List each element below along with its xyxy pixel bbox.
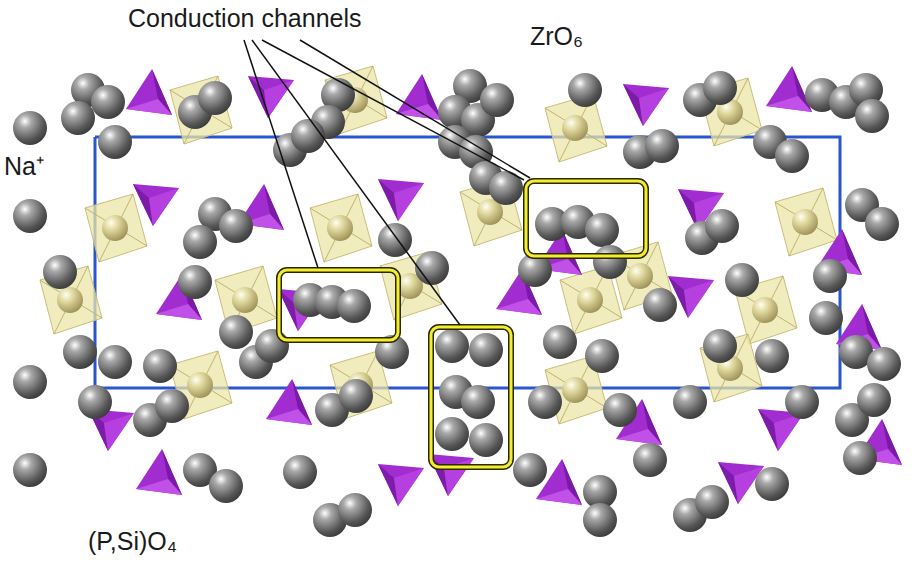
na-ion bbox=[91, 85, 125, 119]
tetrahedron bbox=[266, 379, 312, 425]
na-ion bbox=[673, 385, 707, 419]
na-ion bbox=[61, 101, 95, 135]
unit-cell bbox=[95, 137, 840, 388]
ion-label: Na⁺ bbox=[4, 152, 44, 181]
na-ion bbox=[338, 493, 372, 527]
na-ion bbox=[755, 339, 789, 373]
channel-highlight bbox=[526, 181, 646, 256]
na-ion bbox=[775, 139, 809, 173]
channel-highlight bbox=[526, 181, 646, 256]
na-ion bbox=[98, 125, 132, 159]
na-ion bbox=[480, 83, 514, 117]
na-ion bbox=[78, 385, 112, 419]
na-ion bbox=[13, 453, 47, 487]
na-ion bbox=[513, 453, 547, 487]
callout-label: Conduction channels bbox=[128, 4, 362, 33]
na-ion bbox=[593, 245, 627, 279]
na-ion bbox=[209, 469, 243, 503]
na-ion bbox=[337, 289, 371, 323]
na-ion bbox=[13, 69, 901, 537]
tetrahedron bbox=[136, 449, 182, 495]
na-ion bbox=[855, 99, 889, 133]
na-ion bbox=[843, 441, 877, 475]
polyhedron-label: ZrO₆ bbox=[530, 22, 583, 51]
na-ion bbox=[755, 467, 789, 501]
na-ion bbox=[469, 423, 503, 457]
na-ion bbox=[461, 385, 495, 419]
channel-highlight bbox=[279, 270, 398, 340]
na-ion bbox=[155, 389, 189, 423]
na-ion bbox=[585, 213, 619, 247]
tetrahedron bbox=[378, 464, 424, 506]
na-ion bbox=[291, 119, 325, 153]
na-ion bbox=[63, 335, 97, 369]
leader-line bbox=[244, 40, 530, 325]
na-ion bbox=[568, 73, 602, 107]
na-ion bbox=[643, 288, 677, 322]
na-ion bbox=[585, 339, 619, 373]
na-ion bbox=[725, 263, 759, 297]
na-ion bbox=[435, 417, 469, 451]
na-ion bbox=[703, 71, 737, 105]
polyhedron-label: (P,Si)O₄ bbox=[88, 527, 177, 556]
na-ion bbox=[645, 129, 679, 163]
na-ion bbox=[43, 255, 77, 289]
na-ion bbox=[13, 111, 47, 145]
zro6-octahedron bbox=[40, 66, 837, 424]
tetrahedron bbox=[88, 66, 902, 506]
na-ion bbox=[583, 503, 617, 537]
na-ion bbox=[143, 349, 177, 383]
na-ion bbox=[785, 385, 819, 419]
na-ion bbox=[543, 325, 577, 359]
na-ion bbox=[198, 81, 232, 115]
na-ion bbox=[603, 393, 637, 427]
na-ion bbox=[813, 259, 847, 293]
channel-highlight bbox=[431, 327, 511, 467]
na-ion bbox=[695, 485, 729, 519]
leader-line bbox=[252, 40, 460, 325]
na-ion bbox=[13, 365, 47, 399]
tetrahedron bbox=[766, 66, 812, 112]
channel-highlight bbox=[279, 181, 646, 467]
na-ion bbox=[435, 329, 469, 363]
na-ion bbox=[178, 265, 212, 299]
na-ion bbox=[339, 379, 373, 413]
na-ion bbox=[13, 199, 47, 233]
tetrahedron bbox=[378, 179, 424, 221]
tetrahedron bbox=[248, 76, 294, 118]
leader-line bbox=[244, 40, 318, 268]
na-ion bbox=[809, 301, 843, 335]
na-ion bbox=[98, 345, 132, 379]
channel-highlight bbox=[279, 270, 398, 340]
zro6-octahedron bbox=[310, 194, 372, 262]
tetrahedron bbox=[623, 84, 669, 126]
tetrahedron bbox=[126, 69, 172, 115]
leader-line bbox=[300, 40, 530, 178]
na-ion bbox=[469, 333, 503, 367]
tetrahedron bbox=[428, 454, 474, 496]
zro6-octahedron bbox=[170, 76, 232, 144]
na-ion bbox=[857, 383, 891, 417]
na-ion bbox=[255, 329, 289, 363]
tetrahedron bbox=[396, 74, 442, 120]
na-ion bbox=[183, 225, 217, 259]
na-ion bbox=[867, 347, 901, 381]
na-ion bbox=[219, 209, 253, 243]
unit-cell bbox=[95, 137, 840, 388]
na-ion bbox=[528, 385, 562, 419]
na-ion bbox=[705, 209, 739, 243]
na-ion bbox=[219, 315, 253, 349]
tetrahedron bbox=[133, 184, 179, 226]
na-ion bbox=[633, 443, 667, 477]
leader-line bbox=[262, 40, 524, 180]
channel-highlight bbox=[431, 327, 511, 467]
zro6-octahedron bbox=[85, 194, 147, 262]
na-ion bbox=[703, 329, 737, 363]
na-ion bbox=[415, 251, 449, 285]
na-ion bbox=[283, 455, 317, 489]
na-ion bbox=[865, 207, 899, 241]
zro6-octahedron bbox=[775, 188, 837, 256]
